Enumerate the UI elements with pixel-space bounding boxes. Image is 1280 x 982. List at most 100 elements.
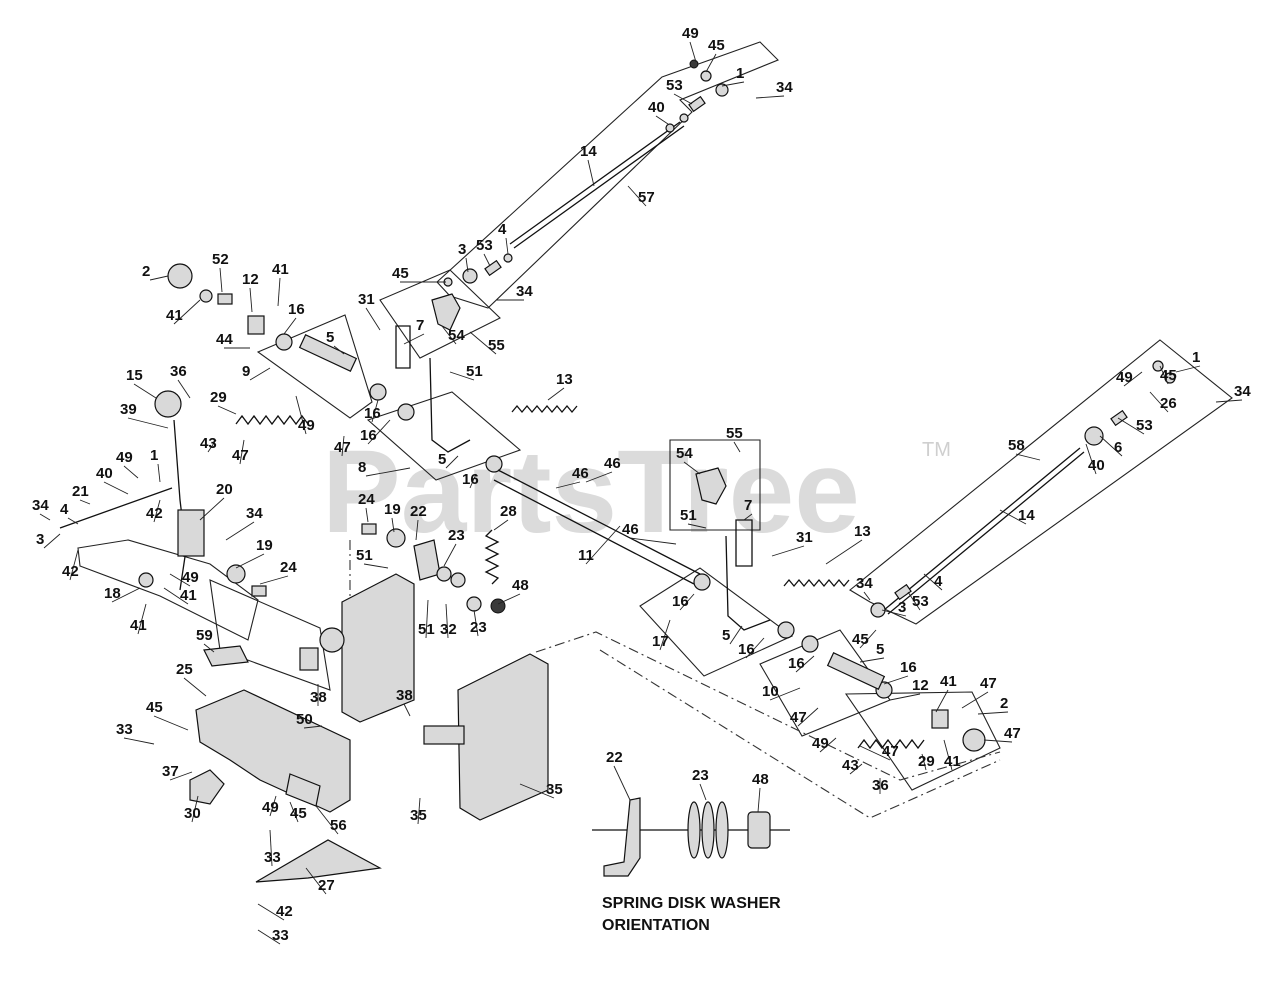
part-callout-52[interactable]: 52 xyxy=(212,251,229,268)
part-callout-16[interactable]: 16 xyxy=(788,655,805,672)
part-callout-4[interactable]: 4 xyxy=(934,573,943,590)
part-callout-49[interactable]: 49 xyxy=(116,449,133,466)
part-callout-38[interactable]: 38 xyxy=(396,687,413,704)
part-callout-51[interactable]: 51 xyxy=(356,547,373,564)
part-callout-3[interactable]: 3 xyxy=(458,241,466,258)
part-callout-31[interactable]: 31 xyxy=(796,529,813,546)
part-callout-1[interactable]: 1 xyxy=(1192,349,1200,366)
part-callout-7[interactable]: 7 xyxy=(416,317,424,334)
part-callout-48[interactable]: 48 xyxy=(512,577,529,594)
part-callout-41[interactable]: 41 xyxy=(940,673,957,690)
part-callout-55[interactable]: 55 xyxy=(488,337,505,354)
part-callout-50[interactable]: 50 xyxy=(296,711,313,728)
part-callout-30[interactable]: 30 xyxy=(184,805,201,822)
part-callout-33[interactable]: 33 xyxy=(264,849,281,866)
part-callout-16[interactable]: 16 xyxy=(672,593,689,610)
part-callout-41[interactable]: 41 xyxy=(130,617,147,634)
part-callout-5[interactable]: 5 xyxy=(326,329,334,346)
part-callout-43[interactable]: 43 xyxy=(842,757,859,774)
part-callout-47[interactable]: 47 xyxy=(980,675,997,692)
part-callout-53[interactable]: 53 xyxy=(666,77,683,94)
part-callout-49[interactable]: 49 xyxy=(298,417,315,434)
part-callout-40[interactable]: 40 xyxy=(96,465,113,482)
part-callout-46[interactable]: 46 xyxy=(622,521,639,538)
part-callout-41[interactable]: 41 xyxy=(180,587,197,604)
part-callout-16[interactable]: 16 xyxy=(900,659,917,676)
part-callout-22[interactable]: 22 xyxy=(606,749,623,766)
part-callout-34[interactable]: 34 xyxy=(32,497,49,514)
part-callout-47[interactable]: 47 xyxy=(334,439,351,456)
part-callout-16[interactable]: 16 xyxy=(364,405,381,422)
part-callout-13[interactable]: 13 xyxy=(556,371,573,388)
part-callout-15[interactable]: 15 xyxy=(126,367,143,384)
part-callout-18[interactable]: 18 xyxy=(104,585,121,602)
part-callout-36[interactable]: 36 xyxy=(872,777,889,794)
part-callout-41[interactable]: 41 xyxy=(166,307,183,324)
part-callout-54[interactable]: 54 xyxy=(448,327,465,344)
part-callout-47[interactable]: 47 xyxy=(790,709,807,726)
part-callout-37[interactable]: 37 xyxy=(162,763,179,780)
part-callout-6[interactable]: 6 xyxy=(1114,439,1122,456)
part-callout-16[interactable]: 16 xyxy=(288,301,305,318)
part-callout-34[interactable]: 34 xyxy=(1234,383,1251,400)
part-callout-40[interactable]: 40 xyxy=(648,99,665,116)
part-callout-8[interactable]: 8 xyxy=(358,459,366,476)
part-callout-47[interactable]: 47 xyxy=(882,743,899,760)
part-callout-13[interactable]: 13 xyxy=(854,523,871,540)
part-callout-53[interactable]: 53 xyxy=(912,593,929,610)
part-callout-49[interactable]: 49 xyxy=(1116,369,1133,386)
part-callout-9[interactable]: 9 xyxy=(242,363,250,380)
part-callout-33[interactable]: 33 xyxy=(116,721,133,738)
part-callout-39[interactable]: 39 xyxy=(120,401,137,418)
part-callout-34[interactable]: 34 xyxy=(856,575,873,592)
part-callout-42[interactable]: 42 xyxy=(62,563,79,580)
part-callout-51[interactable]: 51 xyxy=(418,621,435,638)
part-callout-31[interactable]: 31 xyxy=(358,291,375,308)
part-callout-46[interactable]: 46 xyxy=(572,465,589,482)
part-callout-38[interactable]: 38 xyxy=(310,689,327,706)
part-callout-16[interactable]: 16 xyxy=(462,471,479,488)
part-callout-57[interactable]: 57 xyxy=(638,189,655,206)
part-callout-45[interactable]: 45 xyxy=(290,805,307,822)
part-callout-5[interactable]: 5 xyxy=(876,641,884,658)
part-callout-27[interactable]: 27 xyxy=(318,877,335,894)
part-callout-26[interactable]: 26 xyxy=(1160,395,1177,412)
part-callout-34[interactable]: 34 xyxy=(246,505,263,522)
part-callout-58[interactable]: 58 xyxy=(1008,437,1025,454)
part-callout-17[interactable]: 17 xyxy=(652,633,669,650)
part-callout-16[interactable]: 16 xyxy=(360,427,377,444)
part-callout-47[interactable]: 47 xyxy=(232,447,249,464)
part-callout-28[interactable]: 28 xyxy=(500,503,517,520)
part-callout-23[interactable]: 23 xyxy=(692,767,709,784)
part-callout-42[interactable]: 42 xyxy=(146,505,163,522)
part-callout-19[interactable]: 19 xyxy=(384,501,401,518)
part-callout-53[interactable]: 53 xyxy=(1136,417,1153,434)
part-callout-1[interactable]: 1 xyxy=(150,447,158,464)
part-callout-35[interactable]: 35 xyxy=(546,781,563,798)
part-callout-3[interactable]: 3 xyxy=(36,531,44,548)
part-callout-29[interactable]: 29 xyxy=(210,389,227,406)
part-callout-36[interactable]: 36 xyxy=(170,363,187,380)
part-callout-21[interactable]: 21 xyxy=(72,483,89,500)
part-callout-51[interactable]: 51 xyxy=(680,507,697,524)
part-callout-2[interactable]: 2 xyxy=(142,263,150,280)
part-callout-33[interactable]: 33 xyxy=(272,927,289,944)
part-callout-5[interactable]: 5 xyxy=(438,451,446,468)
part-callout-19[interactable]: 19 xyxy=(256,537,273,554)
part-callout-32[interactable]: 32 xyxy=(440,621,457,638)
part-callout-46[interactable]: 46 xyxy=(604,455,621,472)
part-callout-23[interactable]: 23 xyxy=(470,619,487,636)
part-callout-43[interactable]: 43 xyxy=(200,435,217,452)
part-callout-47[interactable]: 47 xyxy=(1004,725,1021,742)
part-callout-23[interactable]: 23 xyxy=(448,527,465,544)
part-callout-45[interactable]: 45 xyxy=(392,265,409,282)
part-callout-10[interactable]: 10 xyxy=(762,683,779,700)
part-callout-54[interactable]: 54 xyxy=(676,445,693,462)
part-callout-45[interactable]: 45 xyxy=(146,699,163,716)
part-callout-24[interactable]: 24 xyxy=(280,559,297,576)
part-callout-45[interactable]: 45 xyxy=(1160,367,1177,384)
part-callout-59[interactable]: 59 xyxy=(196,627,213,644)
part-callout-49[interactable]: 49 xyxy=(182,569,199,586)
part-callout-24[interactable]: 24 xyxy=(358,491,375,508)
part-callout-2[interactable]: 2 xyxy=(1000,695,1008,712)
